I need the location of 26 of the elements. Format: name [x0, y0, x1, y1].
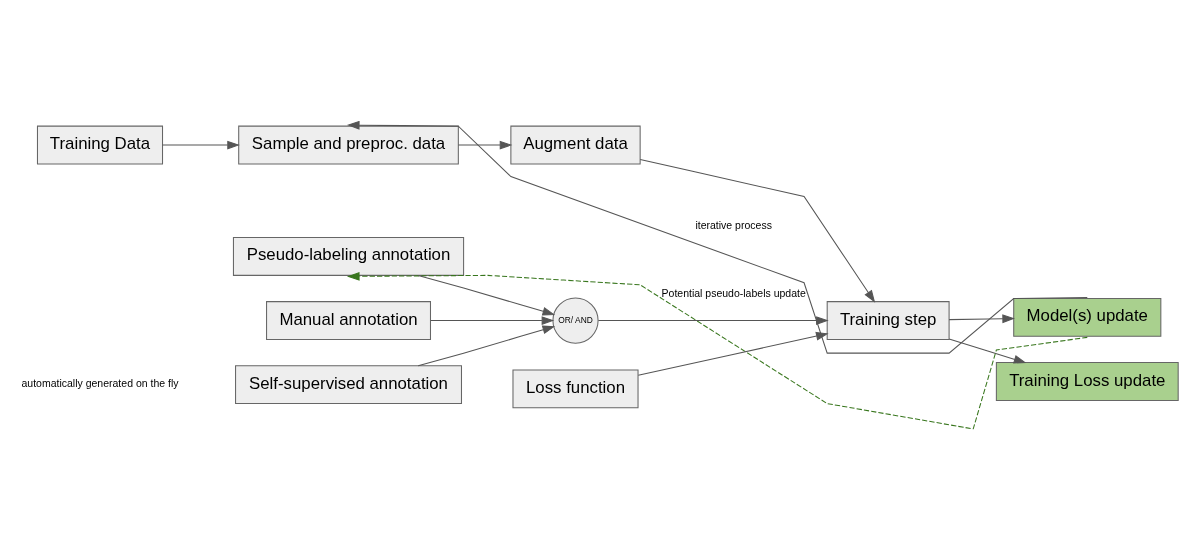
- arrow: [346, 121, 1088, 354]
- arrow: [639, 158, 876, 303]
- node-box: Model(s) update: [1013, 297, 1162, 337]
- node-box: Loss function: [512, 369, 639, 409]
- edge-label: iterative process: [695, 219, 772, 232]
- arrow: [948, 338, 1027, 364]
- arrow: [457, 140, 513, 150]
- edge-label: Potential pseudo-labels update: [661, 287, 806, 300]
- arrow: [597, 316, 829, 325]
- arrow: [162, 140, 240, 150]
- arrow: [417, 274, 556, 316]
- node-box: Sample and preproc. data: [238, 125, 459, 165]
- arrow: [948, 314, 1015, 324]
- node-box: Self-supervised annotation: [235, 365, 462, 405]
- node-box: Training Data: [36, 125, 164, 165]
- node-circle: OR/ AND: [552, 297, 599, 344]
- node-box: Pseudo-labeling annotation: [232, 237, 465, 276]
- node-box: Training step: [826, 301, 950, 340]
- arrow: [430, 316, 555, 325]
- arrow: [346, 271, 1088, 430]
- node-box: Augment data: [510, 125, 641, 165]
- arrow: [637, 331, 829, 376]
- node-box: Manual annotation: [266, 301, 431, 340]
- arrow: [417, 325, 556, 367]
- label: automatically generated on the fly: [21, 377, 179, 390]
- node-box: Training Loss update: [995, 362, 1179, 401]
